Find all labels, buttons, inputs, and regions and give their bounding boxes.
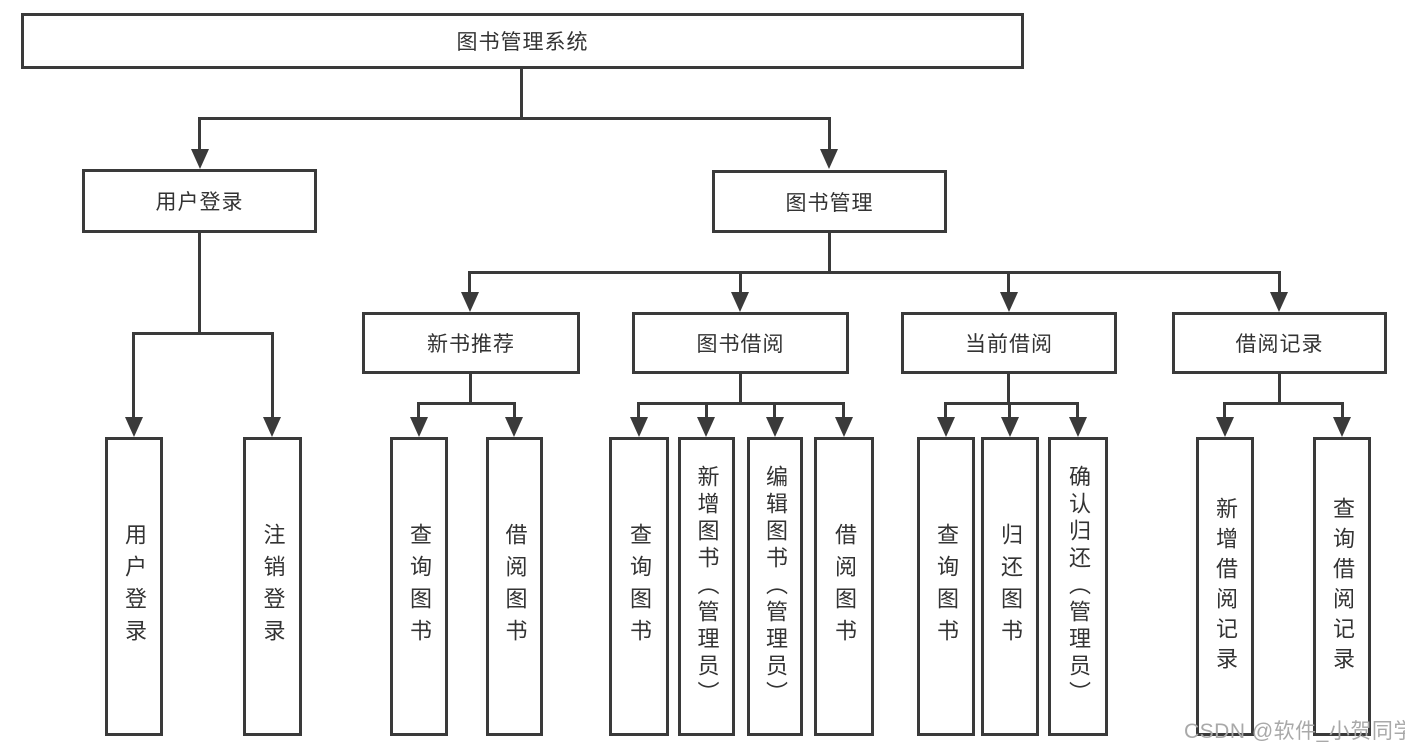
connector-line [417, 402, 420, 420]
arrow-down-icon [630, 417, 648, 437]
node-new-book-recommendation: 新书推荐 [362, 312, 580, 374]
connector-line [1007, 271, 1010, 295]
connector-line [520, 68, 523, 120]
leaf-borrow-books-1: 借阅图书 [486, 437, 543, 736]
leaf-add-borrow-record: 新增借阅记录 [1196, 437, 1254, 736]
connector-line [637, 402, 640, 420]
connector-line [513, 402, 516, 420]
connector-line [1224, 402, 1343, 405]
connector-line [828, 117, 831, 152]
arrow-down-icon [1001, 417, 1019, 437]
node-book-borrowing: 图书借阅 [632, 312, 849, 374]
connector-line [828, 233, 831, 273]
leaf-user-login: 用户登录 [105, 437, 163, 736]
node-label: 借阅图书 [502, 522, 528, 651]
connector-line [842, 402, 845, 420]
connector-line [271, 332, 274, 420]
connector-line [739, 374, 742, 405]
node-current-borrowing: 当前借阅 [901, 312, 1117, 374]
node-label: 借阅图书 [832, 522, 857, 651]
arrow-down-icon [1270, 292, 1288, 312]
connector-line [739, 271, 742, 295]
arrow-down-icon [937, 417, 955, 437]
leaf-query-books-1: 查询图书 [390, 437, 448, 736]
node-label: 当前借阅 [965, 333, 1053, 356]
node-label: 图书管理 [785, 191, 874, 215]
arrow-down-icon [461, 292, 479, 312]
arrow-down-icon [820, 149, 838, 169]
node-borrowing-records: 借阅记录 [1172, 312, 1387, 374]
arrow-down-icon [697, 417, 715, 437]
node-label: 图书借阅 [696, 333, 785, 356]
connector-line [468, 271, 471, 295]
connector-line [198, 233, 201, 335]
leaf-query-books-3: 查询图书 [917, 437, 975, 736]
arrow-down-icon [505, 417, 523, 437]
arrow-down-icon [125, 417, 143, 437]
node-label: 用户登录 [122, 522, 147, 651]
connector-line [469, 271, 1281, 274]
connector-line [1008, 402, 1011, 420]
arrow-down-icon [1069, 417, 1087, 437]
leaf-confirm-return-admin: 确认归还（管理员） [1048, 437, 1108, 736]
arrow-down-icon [263, 417, 281, 437]
connector-line [638, 402, 845, 405]
node-user-login: 用户登录 [82, 169, 317, 233]
leaf-query-books-2: 查询图书 [609, 437, 669, 736]
connector-line [705, 402, 708, 420]
leaf-edit-book-admin: 编辑图书（管理员） [747, 437, 803, 736]
connector-line [773, 402, 776, 420]
node-label: 图书管理系统 [456, 31, 589, 54]
node-label: 注销登录 [260, 522, 286, 651]
connector-line [133, 332, 274, 335]
connector-line [418, 402, 516, 405]
node-label: 用户登录 [155, 191, 244, 214]
node-label: 新书推荐 [427, 333, 515, 356]
connector-line [945, 402, 1079, 405]
leaf-borrow-books-2: 借阅图书 [814, 437, 874, 736]
node-label: 归还图书 [998, 522, 1023, 651]
connector-line [198, 117, 831, 120]
node-label: 借阅记录 [1235, 333, 1324, 356]
leaf-query-borrow-record: 查询借阅记录 [1313, 437, 1371, 736]
arrow-down-icon [1000, 292, 1018, 312]
csdn-watermark: CSDN @软件_小贺同学 [1184, 720, 1405, 743]
node-label: 确认归还（管理员） [1066, 465, 1091, 708]
connector-line [1341, 402, 1344, 420]
connector-line [132, 332, 135, 420]
connector-line [198, 117, 201, 152]
connector-line [1007, 374, 1010, 405]
connector-line [1076, 402, 1079, 420]
node-label: 编辑图书（管理员） [763, 465, 788, 708]
arrow-down-icon [731, 292, 749, 312]
node-label: 新增借阅记录 [1213, 496, 1238, 677]
arrow-down-icon [410, 417, 428, 437]
connector-line [1223, 402, 1226, 420]
leaf-add-book-admin: 新增图书（管理员） [678, 437, 735, 736]
node-label: 查询图书 [934, 522, 959, 651]
connector-line [944, 402, 947, 420]
node-library-management-system: 图书管理系统 [21, 13, 1024, 69]
connector-line [1278, 271, 1281, 295]
arrow-down-icon [766, 417, 784, 437]
arrow-down-icon [835, 417, 853, 437]
arrow-down-icon [1333, 417, 1351, 437]
connector-line [1278, 374, 1281, 405]
arrow-down-icon [1216, 417, 1234, 437]
node-book-management: 图书管理 [712, 170, 947, 233]
node-label: 查询图书 [627, 522, 652, 651]
arrow-down-icon [191, 149, 209, 169]
node-label: 新增图书（管理员） [694, 465, 720, 708]
leaf-logout: 注销登录 [243, 437, 302, 736]
connector-line [469, 374, 472, 405]
node-label: 查询图书 [407, 522, 432, 651]
leaf-return-books: 归还图书 [981, 437, 1039, 736]
node-label: 查询借阅记录 [1330, 496, 1355, 677]
